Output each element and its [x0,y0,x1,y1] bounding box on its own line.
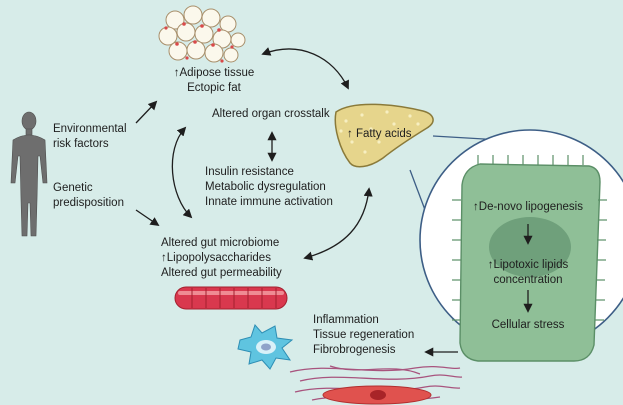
gut-microbiome-label: Altered gut microbiome ↑Lipopolysacchari… [161,237,282,279]
human-figure-icon [10,111,48,237]
adipose-cells-icon [158,5,246,63]
nucleus [489,217,571,277]
adipose-tissue-label: ↑Adipose tissue Ectopic fat [173,67,255,94]
immune-cell-icon [237,324,294,370]
inflammation-outcomes-label: Inflammation Tissue regeneration Fibrobr… [313,314,415,356]
lipotoxic-lipids-label: ↑Lipotoxic lipids concentration [487,259,569,286]
cellular-stress-label: Cellular stress [491,319,565,331]
insulin-metabolic-immune-label: Insulin resistance Metabolic dysregulati… [205,166,333,208]
arrow-env-to-adipose [135,100,158,124]
arrow-gut-liver [303,187,373,261]
red-cell-icon [322,385,432,405]
genetic-predisposition-label: Genetic predisposition [53,182,124,209]
arrow-genetic-to-gut [135,209,160,227]
lipogenesis-label: ↑De-novo lipogenesis [473,201,583,213]
liver-icon [334,103,434,168]
fatty-acids-label: ↑ Fatty acids [347,128,412,140]
organ-crosstalk-label: Altered organ crosstalk [212,108,330,120]
arrow-adipose-liver [261,47,349,90]
arrow-adipose-gut [171,126,193,219]
environmental-risk-label: Environmental risk factors [53,123,127,150]
gut-icon [174,286,288,310]
hepatocyte-cell-icon [419,129,623,362]
